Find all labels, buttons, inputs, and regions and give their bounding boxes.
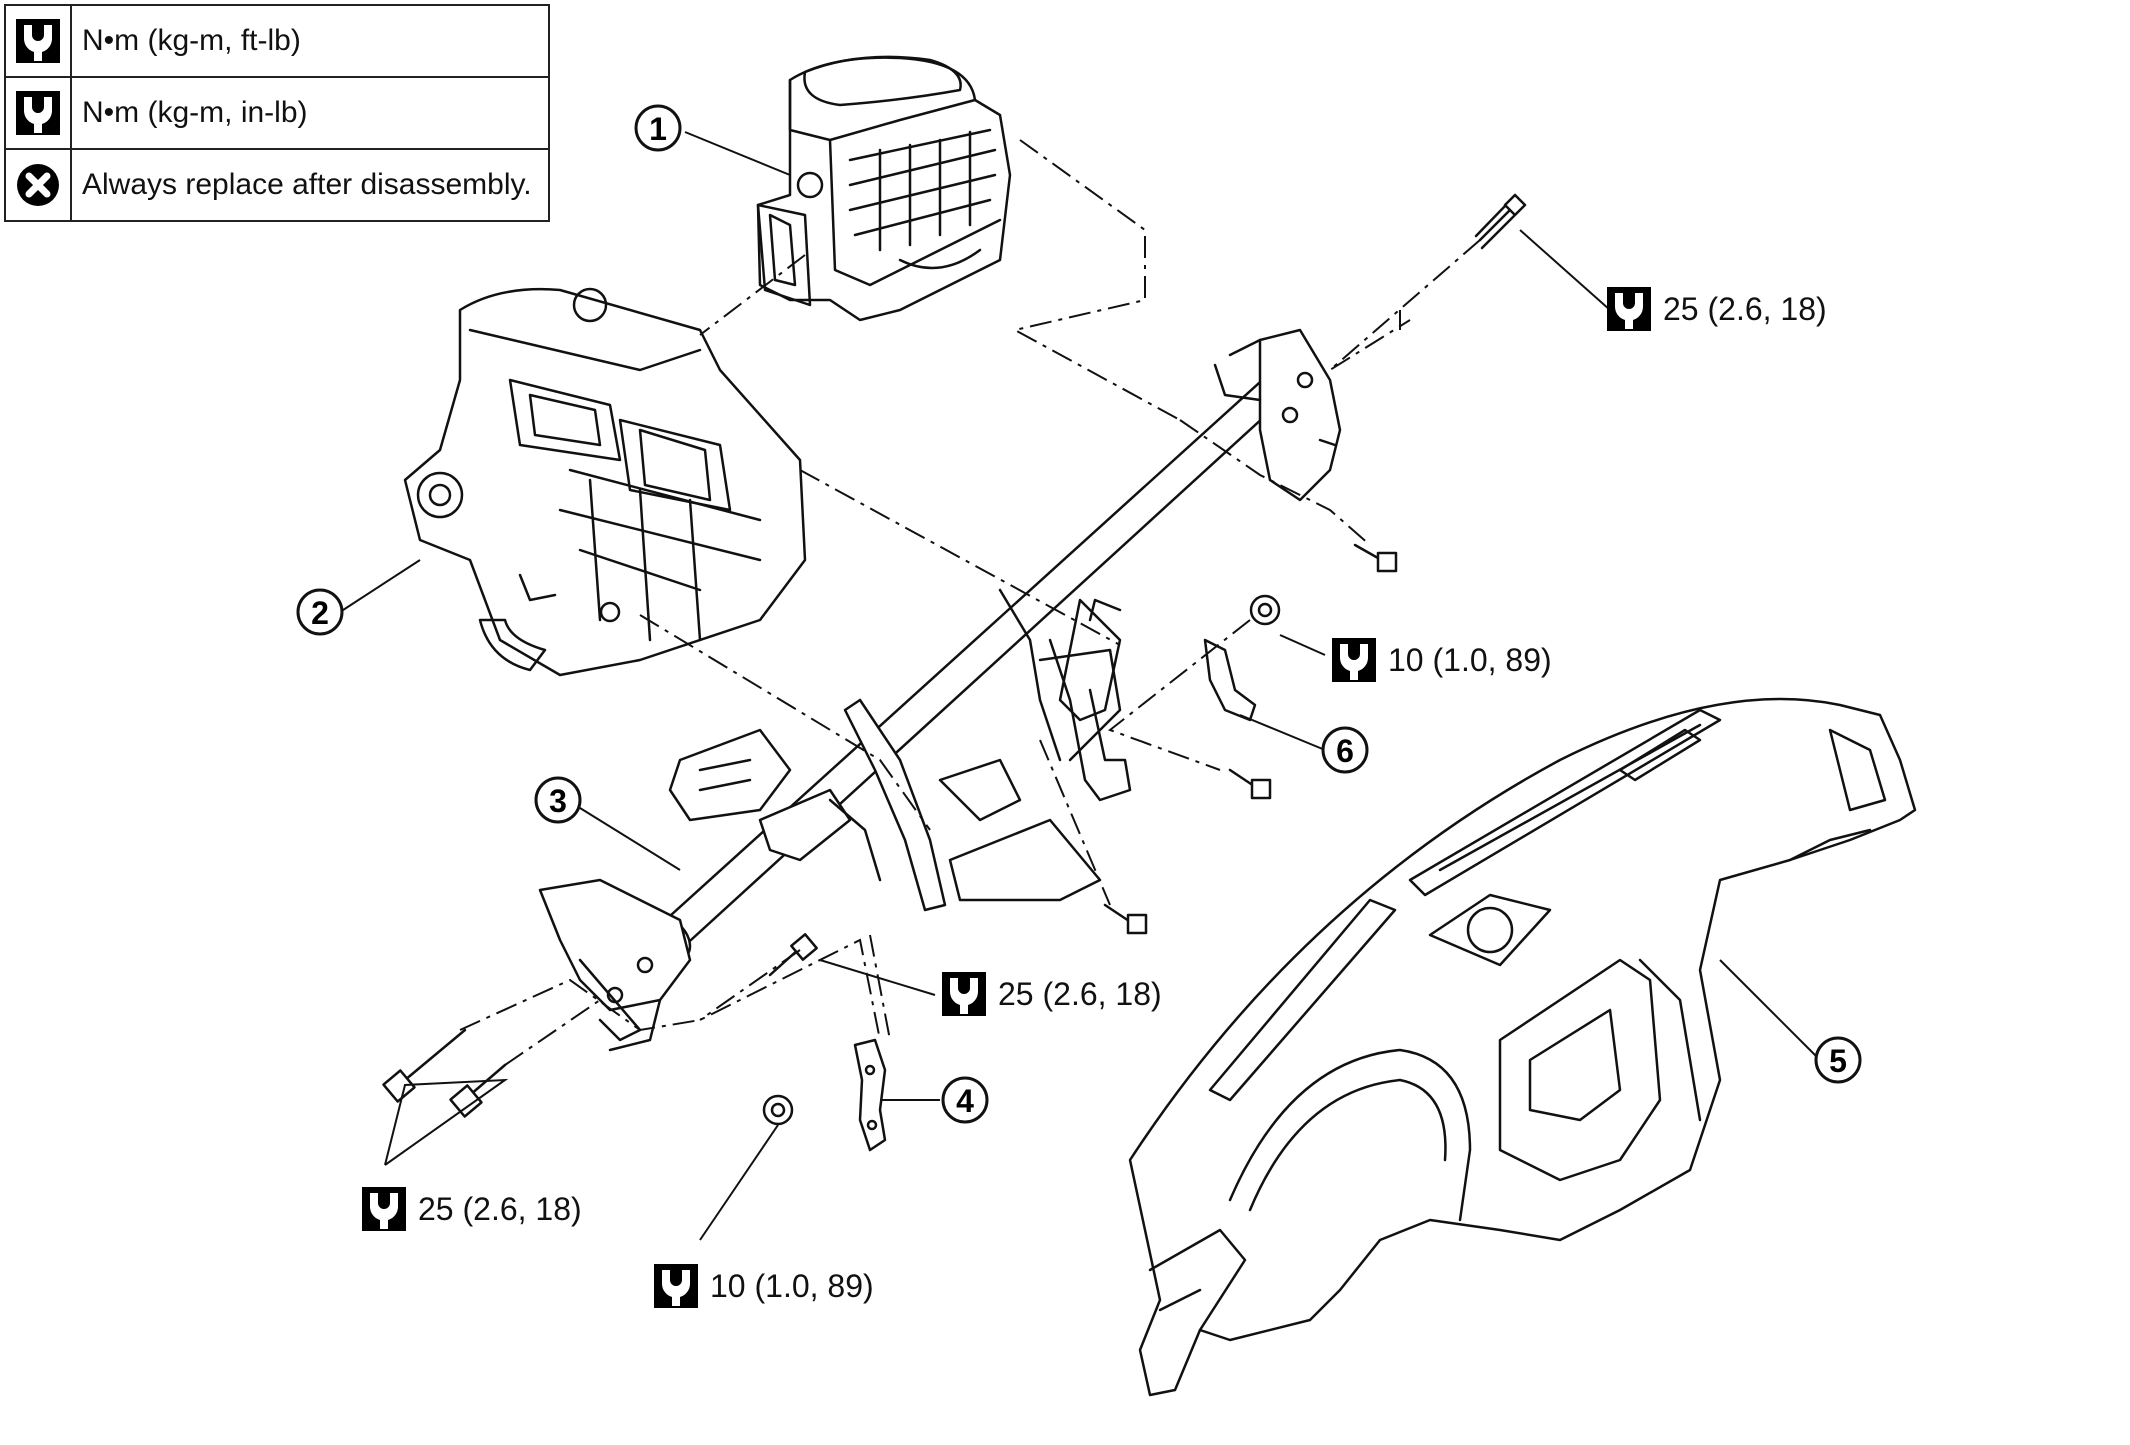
torque-value: 10 (1.0, 89): [710, 1267, 874, 1304]
steering-member: [538, 328, 1342, 1052]
legend-text: N•m (kg-m, ft-lb): [82, 24, 301, 57]
legend-text: Always replace after disassembly.: [82, 168, 532, 201]
torque-spec-left-bolts: 25 (2.6, 18): [360, 1185, 582, 1233]
svg-text:5: 5: [1829, 1043, 1847, 1079]
svg-text:4: 4: [956, 1083, 974, 1119]
torque-ft-lb-icon: [942, 972, 986, 1016]
legend-row-replace: Always replace after disassembly.: [6, 150, 548, 220]
torque-spec-nut-right: 10 (1.0, 89): [1330, 636, 1552, 684]
svg-text:3: 3: [549, 783, 567, 819]
svg-text:1: 1: [649, 111, 667, 147]
callout-5: 5: [1814, 1036, 1862, 1084]
replace-icon: [6, 150, 72, 220]
bracket-part-4: [853, 1038, 887, 1152]
callout-1: 1: [634, 104, 682, 152]
torque-ft-lb-icon: [362, 1187, 406, 1231]
legend-row-ft-lb: N•m (kg-m, ft-lb): [6, 6, 548, 78]
callout-3: 3: [534, 776, 582, 824]
heater-cooling-unit: [403, 287, 807, 677]
torque-value: 25 (2.6, 18): [1663, 290, 1827, 327]
assembly-guide-lines: [459, 139, 1481, 1066]
torque-spec-nut-bottom: 10 (1.0, 89): [652, 1262, 874, 1310]
torque-in-lb-icon: [654, 1264, 698, 1308]
torque-value: 25 (2.6, 18): [998, 975, 1162, 1012]
torque-in-lb-icon: [1332, 638, 1376, 682]
torque-spec-center-bolt: 25 (2.6, 18): [940, 970, 1162, 1018]
torque-value: 25 (2.6, 18): [418, 1190, 582, 1227]
instrument-panel: [1128, 697, 1917, 1397]
leader-lines: [339, 131, 1821, 1241]
fasteners: [382, 193, 1527, 1126]
callout-2: 2: [296, 588, 344, 636]
legend-text: N•m (kg-m, in-lb): [82, 96, 308, 129]
callout-4: 4: [941, 1076, 989, 1124]
callout-6: 6: [1321, 726, 1369, 774]
svg-text:6: 6: [1336, 733, 1354, 769]
torque-ft-lb-icon: [6, 6, 72, 76]
blower-unit: [756, 55, 1012, 322]
torque-spec-upper-right: 25 (2.6, 18): [1605, 285, 1827, 333]
svg-text:2: 2: [311, 595, 329, 631]
bracket-part-6: [1203, 638, 1257, 722]
torque-in-lb-icon: [6, 78, 72, 148]
torque-value: 10 (1.0, 89): [1388, 641, 1552, 678]
legend-row-in-lb: N•m (kg-m, in-lb): [6, 78, 548, 150]
torque-ft-lb-icon: [1607, 287, 1651, 331]
legend-table: N•m (kg-m, ft-lb) N•m (kg-m, in-lb) Alwa…: [4, 4, 550, 222]
